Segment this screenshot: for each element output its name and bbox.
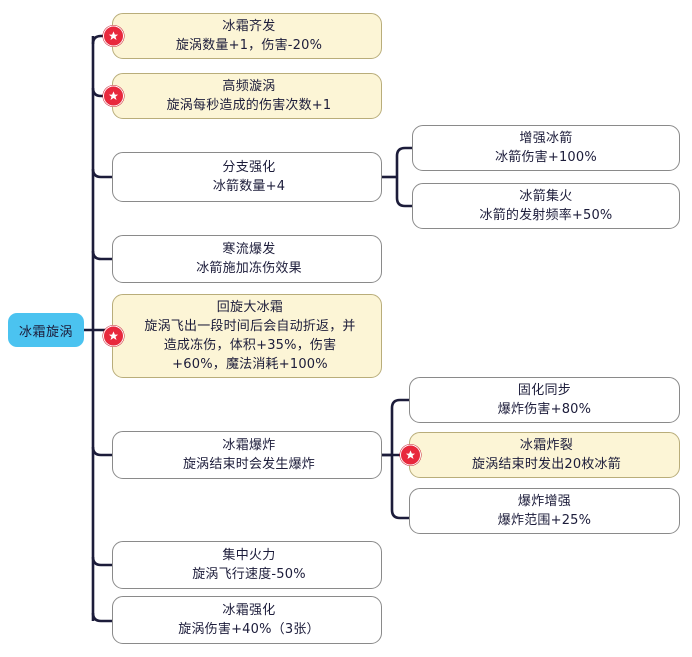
root-node-label: 冰霜旋涡 [18, 324, 73, 340]
skill-node-title: 冰霜齐发 [222, 19, 276, 34]
skill-node-title: 寒流爆发 [222, 242, 276, 257]
star-badge-icon [103, 325, 124, 347]
skill-node-title: 集中火力 [222, 548, 276, 563]
skill-node-desc: 旋涡飞出一段时间后会自动折返，并造成冻伤，体积+35%，伤害+60%，魔法消耗+… [144, 319, 356, 372]
skill-node-guhuatongbu[interactable]: 固化同步 爆炸伤害+80% [409, 377, 680, 423]
skill-node-baozhazengqiang[interactable]: 爆炸增强 爆炸范围+25% [409, 488, 680, 534]
skill-node-bingshuangqianghua[interactable]: 冰霜强化 旋涡伤害+40%（3张） [112, 596, 382, 644]
skill-node-title: 回旋大冰霜 [216, 300, 284, 315]
skill-node-desc: 旋涡结束时会发生爆炸 [182, 457, 315, 472]
skill-node-desc: 冰箭的发射频率+50% [479, 208, 613, 223]
skill-node-title: 高频漩涡 [222, 79, 276, 94]
skill-node-hanliubaofa[interactable]: 寒流爆发 冰箭施加冻伤效果 [112, 235, 382, 283]
skill-node-desc: 爆炸伤害+80% [497, 402, 592, 417]
skill-node-bingshuangqifa[interactable]: 冰霜齐发 旋涡数量+1，伤害-20% [103, 13, 382, 59]
skill-node-bingjianjihuo[interactable]: 冰箭集火 冰箭的发射频率+50% [412, 183, 680, 229]
star-badge-icon [400, 444, 421, 466]
skill-node-title: 增强冰箭 [519, 131, 573, 146]
skill-node-desc: 冰箭伤害+100% [495, 150, 597, 165]
skill-node-desc: 旋涡结束时发出20枚冰箭 [472, 457, 621, 472]
skill-node-desc: 旋涡飞行速度-50% [192, 567, 306, 582]
skill-node-title: 固化同步 [517, 383, 572, 398]
skill-node-gaopinxuanwo[interactable]: 高频漩涡 旋涡每秒造成的伤害次数+1 [103, 73, 382, 119]
skill-node-desc: 冰箭数量+4 [212, 179, 286, 194]
skill-node-title: 爆炸增强 [517, 494, 572, 509]
skill-node-huixuandabingshuang[interactable]: 回旋大冰霜 旋涡飞出一段时间后会自动折返，并造成冻伤，体积+35%，伤害+60%… [103, 294, 382, 378]
root-node-frost-vortex[interactable]: 冰霜旋涡 [8, 313, 84, 347]
star-badge-icon [103, 25, 124, 47]
skill-node-desc: 旋涡数量+1，伤害-20% [175, 38, 323, 53]
skill-node-desc: 冰箭施加冻伤效果 [196, 261, 302, 276]
skill-node-title: 冰霜炸裂 [519, 438, 574, 453]
skill-node-zengqiangbingjian[interactable]: 增强冰箭 冰箭伤害+100% [412, 125, 680, 171]
skill-node-bingshuangzhalie[interactable]: 冰霜炸裂 旋涡结束时发出20枚冰箭 [400, 432, 680, 478]
skill-node-fenzhiqianghua[interactable]: 分支强化 冰箭数量+4 [112, 152, 382, 202]
skill-node-desc: 旋涡伤害+40%（3张） [178, 622, 320, 637]
skill-node-title: 冰霜强化 [222, 603, 276, 618]
skill-node-title: 冰箭集火 [519, 189, 573, 204]
skill-node-bingshuangbaozha[interactable]: 冰霜爆炸 旋涡结束时会发生爆炸 [112, 431, 382, 479]
skill-node-title: 分支强化 [222, 160, 276, 175]
skill-node-desc: 旋涡每秒造成的伤害次数+1 [166, 98, 332, 113]
skill-node-desc: 爆炸范围+25% [497, 513, 592, 528]
star-badge-icon [103, 85, 124, 107]
skill-node-title: 冰霜爆炸 [222, 438, 276, 453]
skill-node-jizhonghuoli[interactable]: 集中火力 旋涡飞行速度-50% [112, 541, 382, 589]
